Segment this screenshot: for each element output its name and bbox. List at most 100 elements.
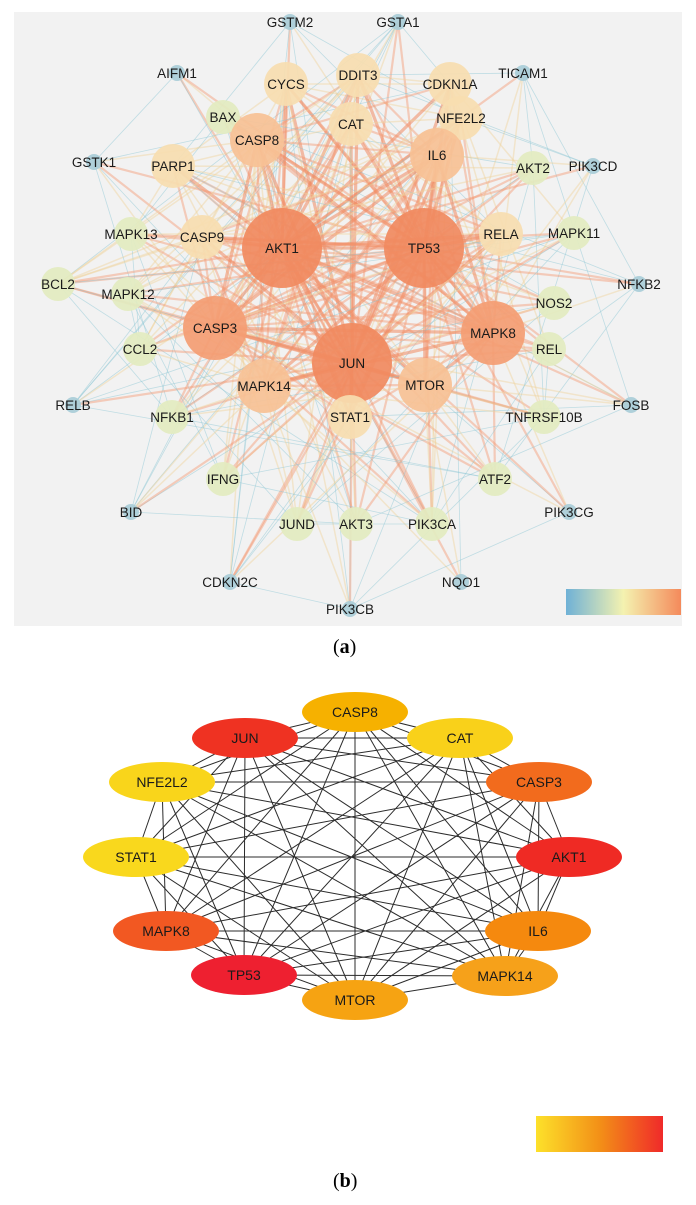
node-jun[interactable]: JUN [312,323,392,403]
node-aifm1[interactable]: AIFM1 [157,65,197,81]
edge-tnfrsf10b-ifng [222,416,545,480]
node-jun-b[interactable]: JUN [192,718,298,758]
node-mtor-b[interactable]: MTOR [302,980,408,1020]
edge-ticam1-nfkb2 [522,72,640,285]
node-il6-b[interactable]: IL6 [485,911,591,951]
edge-casp8-casp3 [213,139,259,329]
node-circle-casp8 [230,113,284,167]
node-circle-cdkn2c [222,574,238,590]
node-casp8-b[interactable]: CASP8 [302,692,408,732]
node-label-bcl2: BCL2 [41,277,75,292]
node-cycs[interactable]: CYCS [264,62,308,106]
node-fosb[interactable]: FOSB [613,397,650,413]
node-nfkb1[interactable]: NFKB1 [150,400,194,434]
node-atf2[interactable]: ATF2 [478,462,512,496]
edge-akt1-nfe2l2 [161,781,570,858]
node-label-jun: JUN [339,356,365,371]
node-mapk8-b[interactable]: MAPK8 [113,911,219,951]
edge-ifng-pik3ca [222,478,433,525]
node-label-pik3cg: PIK3CG [544,505,594,520]
edge-parp1-nos2 [172,165,555,304]
edge-tp53-pik3cg [423,247,570,513]
node-nfkb2[interactable]: NFKB2 [617,276,661,292]
node-pik3cb[interactable]: PIK3CB [326,601,374,617]
node-nos2[interactable]: NOS2 [536,286,573,320]
node-relb[interactable]: RELB [55,397,91,413]
node-casp3[interactable]: CASP3 [183,296,247,360]
node-ticam1[interactable]: TICAM1 [498,65,548,81]
node-gstm2[interactable]: GSTM2 [267,14,314,30]
node-label-cycs: CYCS [267,77,305,92]
node-ddit3[interactable]: DDIT3 [336,53,380,97]
node-cdkn1a[interactable]: CDKN1A [423,62,478,106]
node-casp8[interactable]: CASP8 [230,113,284,167]
node-gsta1[interactable]: GSTA1 [376,14,420,30]
node-nfe2l2[interactable]: NFE2L2 [436,96,486,140]
node-circle-parp1 [151,144,195,188]
node-circle-bax [206,100,240,134]
node-casp9[interactable]: CASP9 [180,215,224,259]
node-circle-cycs [264,62,308,106]
node-ccl2[interactable]: CCL2 [123,332,158,366]
node-cdkn2c[interactable]: CDKN2C [202,574,258,590]
node-stat1-b[interactable]: STAT1 [83,837,189,877]
node-circle-rela [479,212,523,256]
node-ellipse-mapk14 [452,956,558,996]
edge-mapk14-nfe2l2 [161,781,506,977]
edge-bcl2-nfkb1 [57,283,173,418]
node-label-mtor: MTOR [405,378,445,393]
node-mapk14[interactable]: MAPK14 [237,359,291,413]
node-bax[interactable]: BAX [206,100,240,134]
node-pik3cd[interactable]: PIK3CD [569,158,618,174]
edge-casp8-mapk8 [255,138,495,335]
node-mapk14-b[interactable]: MAPK14 [452,956,558,996]
node-rel[interactable]: REL [532,332,566,366]
node-label-mapk13: MAPK13 [104,227,157,242]
node-ellipse-cat [407,718,513,758]
node-tp53-b[interactable]: TP53 [191,955,297,995]
edge-casp8-stat1 [135,711,356,858]
edge-nfe2l2-mapk12 [127,117,462,295]
node-label-cdkn1a: CDKN1A [423,77,478,92]
node-casp3-b[interactable]: CASP3 [486,762,592,802]
node-stat1[interactable]: STAT1 [328,395,372,439]
node-pik3ca[interactable]: PIK3CA [408,507,456,541]
node-rela[interactable]: RELA [479,212,523,256]
edge-tnfrsf10b-pik3cb [349,416,545,610]
edge-mapk12-akt3 [127,293,357,525]
node-mtor[interactable]: MTOR [398,358,452,412]
node-tnfrsf10b[interactable]: TNFRSF10B [505,400,583,434]
node-mapk11[interactable]: MAPK11 [548,216,600,250]
node-label-akt3: AKT3 [339,517,373,532]
node-circle-pik3ca [415,507,449,541]
node-ifng[interactable]: IFNG [206,462,240,496]
node-gstk1[interactable]: GSTK1 [72,154,116,170]
node-cat-b[interactable]: CAT [407,718,513,758]
node-akt3[interactable]: AKT3 [339,507,373,541]
node-nqo1[interactable]: NQO1 [442,574,480,590]
edge-mtor-nfe2l2 [161,781,356,1001]
node-mapk13[interactable]: MAPK13 [104,217,158,251]
node-tp53[interactable]: TP53 [384,208,464,288]
node-parp1[interactable]: PARP1 [151,144,195,188]
node-circle-casp3 [183,296,247,360]
node-akt2[interactable]: AKT2 [516,151,550,185]
node-bcl2[interactable]: BCL2 [41,267,75,301]
edge-relb-atf2 [72,404,496,480]
node-pik3cg[interactable]: PIK3CG [544,504,594,520]
node-jund[interactable]: JUND [279,507,315,541]
node-label-fosb: FOSB [613,398,650,413]
node-bid[interactable]: BID [120,504,143,520]
edge-nfe2l2-mapk8 [459,117,495,334]
edge-akt1-nfkb2 [281,246,640,286]
node-il6[interactable]: IL6 [410,128,464,182]
node-akt1[interactable]: AKT1 [242,208,322,288]
edge-ddit3-bcl2 [57,74,359,285]
node-akt1-b[interactable]: AKT1 [516,837,622,877]
node-nfe2l2-b[interactable]: NFE2L2 [109,762,215,802]
node-mapk8[interactable]: MAPK8 [461,301,525,365]
node-mapk12[interactable]: MAPK12 [101,277,155,311]
node-cat[interactable]: CAT [329,102,373,146]
edge-casp9-bcl2 [57,236,203,285]
